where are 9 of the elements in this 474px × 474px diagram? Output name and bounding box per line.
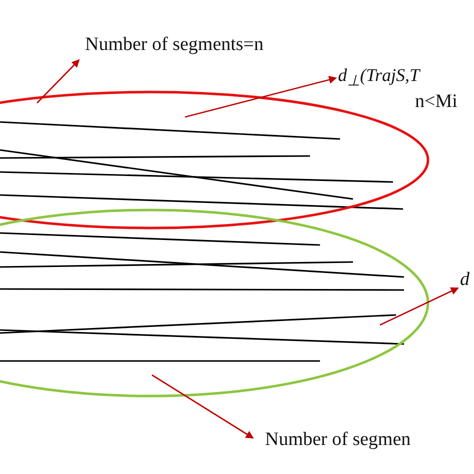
leader-arrow	[36, 59, 80, 104]
distance-formula: d$_{⊥}$(TrajS,T	[338, 66, 420, 90]
condition-text: n<Mi	[415, 92, 458, 113]
annotation-text: Number of segmen	[265, 430, 411, 451]
leader-arrow	[152, 374, 254, 439]
leader-arrow	[380, 287, 459, 326]
distance-symbol: d	[460, 270, 470, 291]
annotation-text: Number of segments=n	[85, 35, 264, 56]
leader-arrow	[184, 76, 337, 118]
